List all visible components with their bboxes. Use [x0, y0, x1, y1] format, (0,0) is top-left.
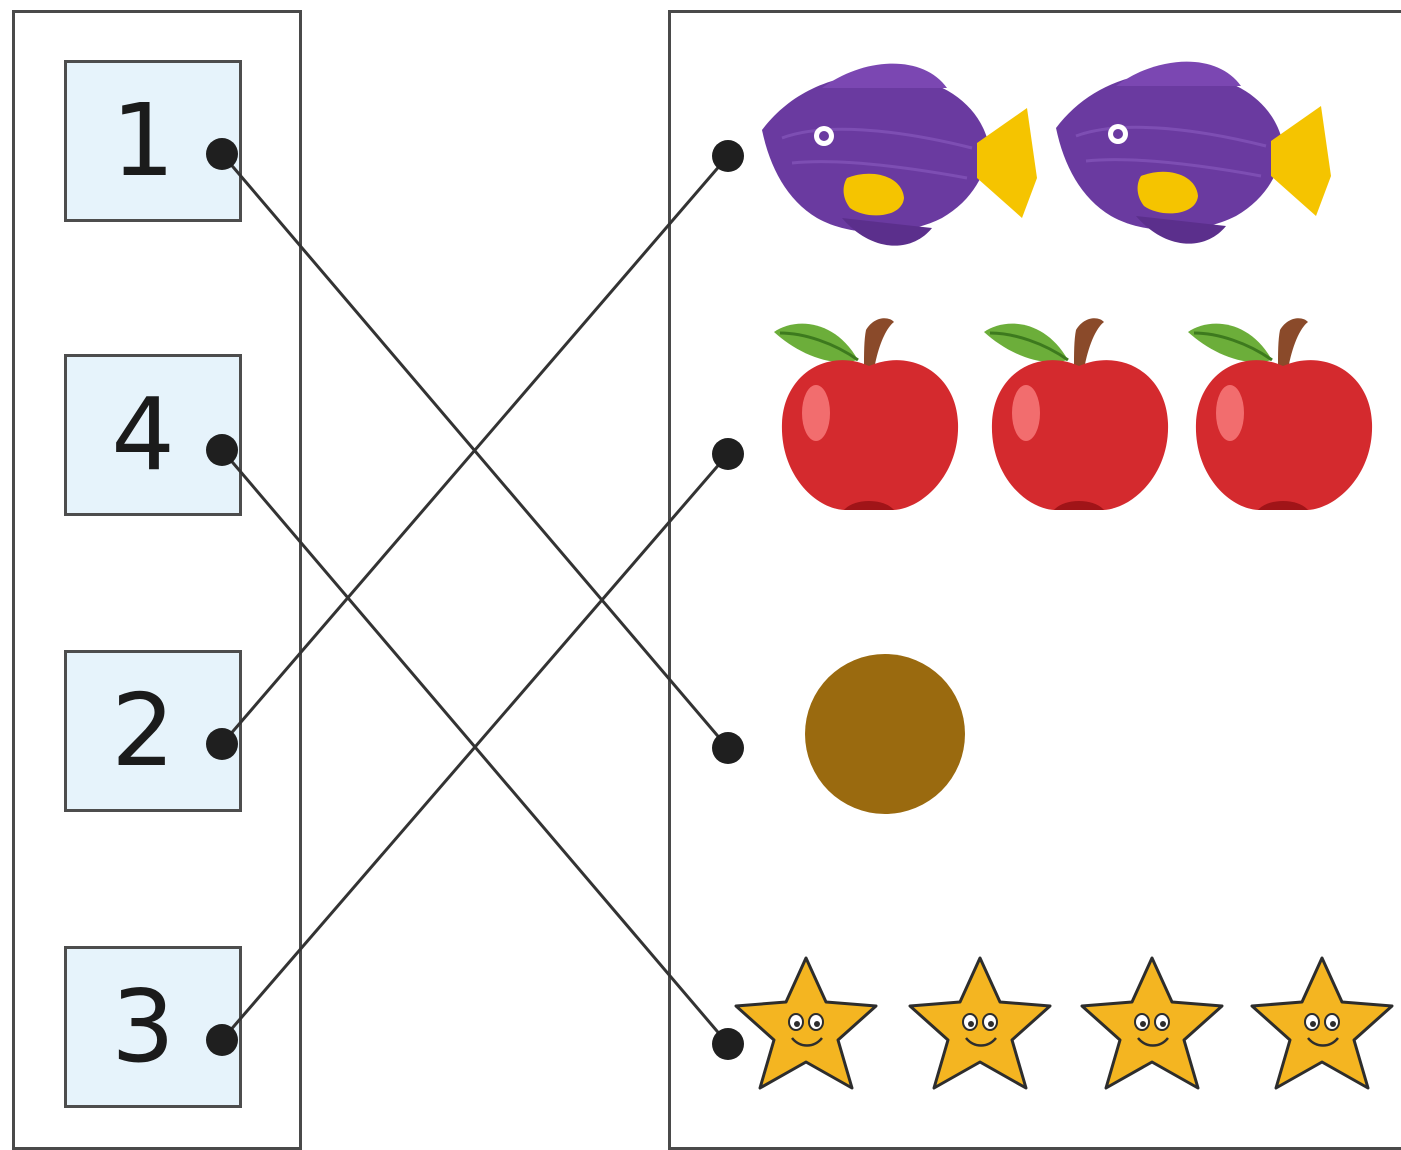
star-icon	[734, 956, 878, 1090]
number-dot-1[interactable]	[206, 138, 238, 170]
star-icon	[1250, 956, 1394, 1090]
number-dot-4[interactable]	[206, 434, 238, 466]
number-dot-2[interactable]	[206, 728, 238, 760]
star-row	[734, 956, 1394, 1090]
fish-row	[760, 60, 1333, 248]
apple-row	[772, 316, 1374, 512]
picture-dot-star[interactable]	[712, 1028, 744, 1060]
number-dot-3[interactable]	[206, 1024, 238, 1056]
number-box-4[interactable]: 4	[64, 354, 242, 516]
apple-icon	[982, 316, 1170, 512]
coin-icon	[805, 654, 965, 814]
number-box-3[interactable]: 3	[64, 946, 242, 1108]
number-label: 2	[111, 672, 175, 789]
fish-icon	[1054, 60, 1333, 246]
number-label: 3	[111, 968, 175, 1085]
star-icon	[908, 956, 1052, 1090]
connector-line-2-fish[interactable]	[220, 155, 730, 745]
apple-icon	[1186, 316, 1374, 512]
number-label: 1	[111, 82, 175, 199]
star-icon	[1080, 956, 1224, 1090]
connector-line-3-apple[interactable]	[220, 453, 730, 1041]
number-box-2[interactable]: 2	[64, 650, 242, 812]
fish-icon	[760, 62, 1039, 248]
number-label: 4	[111, 376, 175, 493]
picture-dot-coin[interactable]	[712, 732, 744, 764]
number-box-1[interactable]: 1	[64, 60, 242, 222]
picture-dot-fish[interactable]	[712, 140, 744, 172]
connector-lines	[220, 153, 730, 1045]
apple-icon	[772, 316, 960, 512]
picture-dot-apple[interactable]	[712, 438, 744, 470]
